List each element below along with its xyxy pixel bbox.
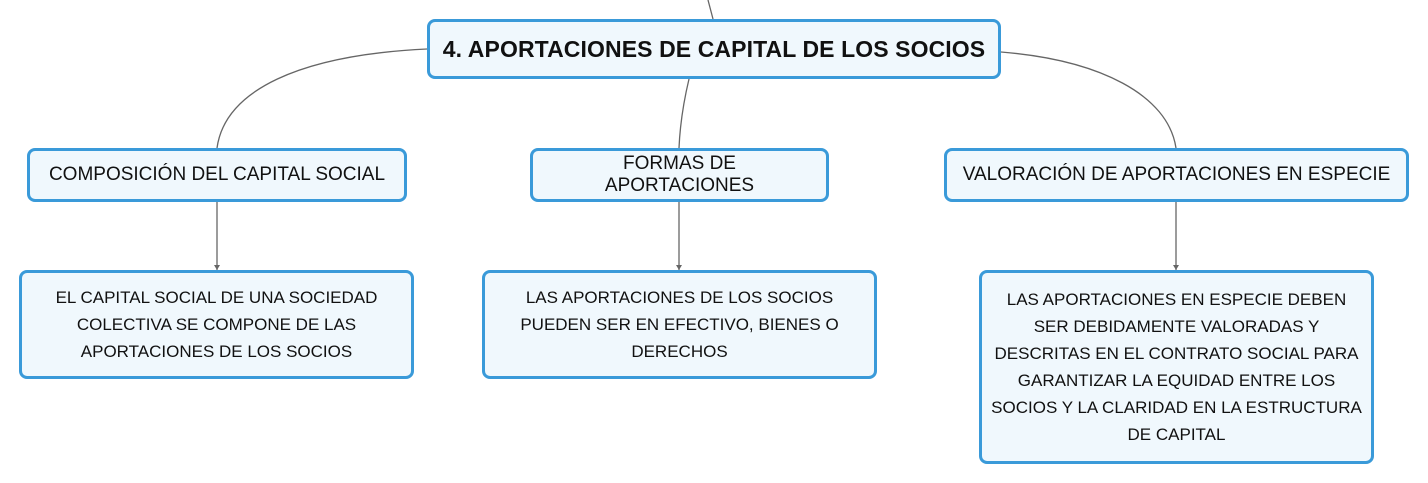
connector-root-to-topic-3 <box>1000 51 1177 149</box>
detail-composicion[interactable]: EL CAPITAL SOCIAL DE UNA SOCIEDAD COLECT… <box>19 270 414 379</box>
arrowhead-detail-3 <box>1173 265 1179 270</box>
root-topic-label: 4. APORTACIONES DE CAPITAL DE LOS SOCIOS <box>442 35 986 62</box>
root-topic[interactable]: 4. APORTACIONES DE CAPITAL DE LOS SOCIOS <box>427 19 1001 79</box>
subtopic-formas[interactable]: FORMAS DE APORTACIONES <box>530 148 829 202</box>
detail-formas[interactable]: LAS APORTACIONES DE LOS SOCIOS PUEDEN SE… <box>482 270 877 379</box>
subtopic-formas-label: FORMAS DE APORTACIONES <box>604 153 755 196</box>
arrowhead-detail-2 <box>676 265 682 270</box>
detail-composicion-text: EL CAPITAL SOCIAL DE UNA SOCIEDAD COLECT… <box>55 288 378 361</box>
subtopic-valoracion-label: VALORACIÓN DE APORTACIONES EN ESPECIE <box>962 164 1391 185</box>
arrowhead-detail-1 <box>214 265 220 270</box>
subtopic-composicion[interactable]: COMPOSICIÓN DEL CAPITAL SOCIAL <box>27 148 407 202</box>
connector-root-to-topic-1 <box>216 48 428 149</box>
connector-parent-to-root <box>707 0 714 20</box>
subtopic-valoracion[interactable]: VALORACIÓN DE APORTACIONES EN ESPECIE <box>944 148 1409 202</box>
detail-formas-text: LAS APORTACIONES DE LOS SOCIOS PUEDEN SE… <box>520 288 839 361</box>
subtopic-composicion-label: COMPOSICIÓN DEL CAPITAL SOCIAL <box>48 164 386 185</box>
connector-root-to-topic-2 <box>678 78 690 149</box>
detail-valoracion-text: LAS APORTACIONES EN ESPECIE DEBEN SER DE… <box>991 290 1362 444</box>
detail-valoracion[interactable]: LAS APORTACIONES EN ESPECIE DEBEN SER DE… <box>979 270 1374 464</box>
